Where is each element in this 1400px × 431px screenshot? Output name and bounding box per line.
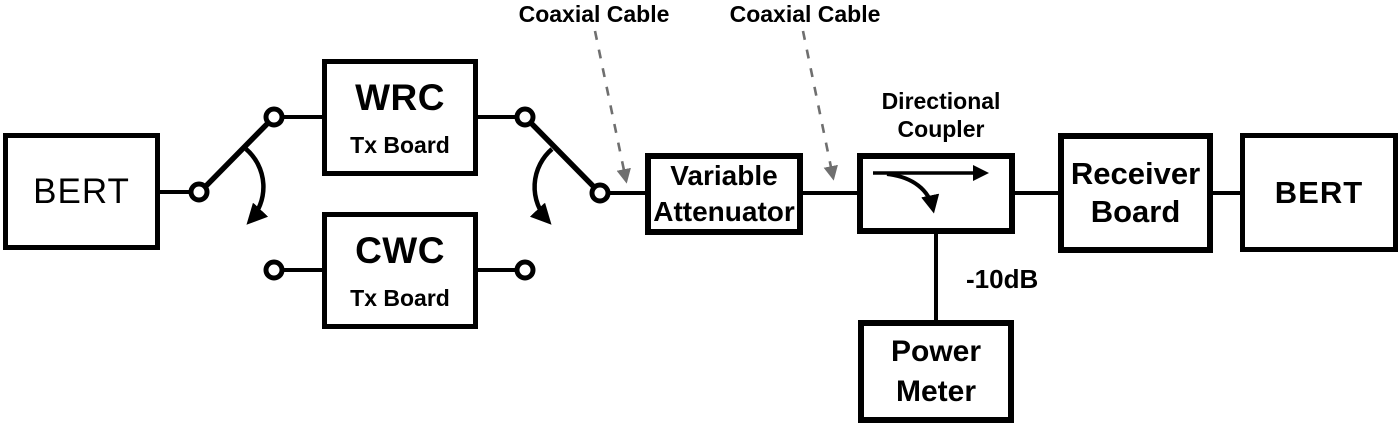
directional-coupler-label-line2: Coupler [897, 116, 985, 142]
switch-1-throw-wrc-terminal [263, 106, 285, 128]
receiver-board-line2: Board [1090, 194, 1181, 229]
switch-2-pole-terminal [589, 182, 611, 204]
wrc-title: WRC [355, 76, 445, 118]
power-meter-block: Power Meter [858, 320, 1014, 423]
variable-attenuator-block: Variable Attenuator [645, 153, 803, 235]
switch-2-lever [529, 121, 596, 189]
switch-2-toggle-arrow-icon [529, 147, 554, 225]
directional-coupler-label-line1: Directional [881, 88, 1001, 114]
switch-1-toggle-arrow-icon [244, 147, 269, 225]
coax-callout-arrow-1-icon [593, 30, 631, 184]
receiver-board-block: Receiver Board [1058, 133, 1213, 253]
coaxial-cable-label-2: Coaxial Cable [729, 1, 881, 27]
variable-attenuator-line1: Variable [670, 160, 778, 191]
switch-1 [188, 106, 285, 281]
switch-2-throw-cwc-terminal [514, 259, 536, 281]
wrc-tx-board-block: WRC Tx Board [322, 59, 478, 176]
cwc-title: CWC [355, 229, 445, 271]
bert-right-block: BERT [1240, 133, 1398, 252]
coax-callout-arrow-2-icon [801, 30, 838, 181]
bert-left-label: BERT [33, 171, 130, 211]
power-meter-line2: Meter [895, 374, 977, 408]
cwc-tx-board-block: CWC Tx Board [322, 212, 478, 329]
receiver-board-line1: Receiver [1070, 156, 1201, 191]
switch-1-pole-terminal [188, 181, 210, 203]
variable-attenuator-line2: Attenuator [653, 196, 795, 227]
switch-1-throw-cwc-terminal [263, 259, 285, 281]
cwc-subtitle: Tx Board [350, 284, 450, 311]
coaxial-cable-label-1: Coaxial Cable [518, 1, 670, 27]
bert-right-label: BERT [1274, 174, 1364, 210]
bert-left-block: BERT [3, 133, 160, 250]
power-meter-line1: Power [890, 334, 982, 368]
directional-coupler-label: Directional Coupler [861, 87, 1021, 143]
switch-1-lever [204, 121, 270, 188]
directional-coupler-block [857, 153, 1015, 234]
switch-2 [514, 106, 611, 281]
switch-2-throw-wrc-terminal [514, 106, 536, 128]
wrc-subtitle: Tx Board [350, 131, 450, 158]
coupling-value-label: -10dB [966, 264, 1039, 294]
